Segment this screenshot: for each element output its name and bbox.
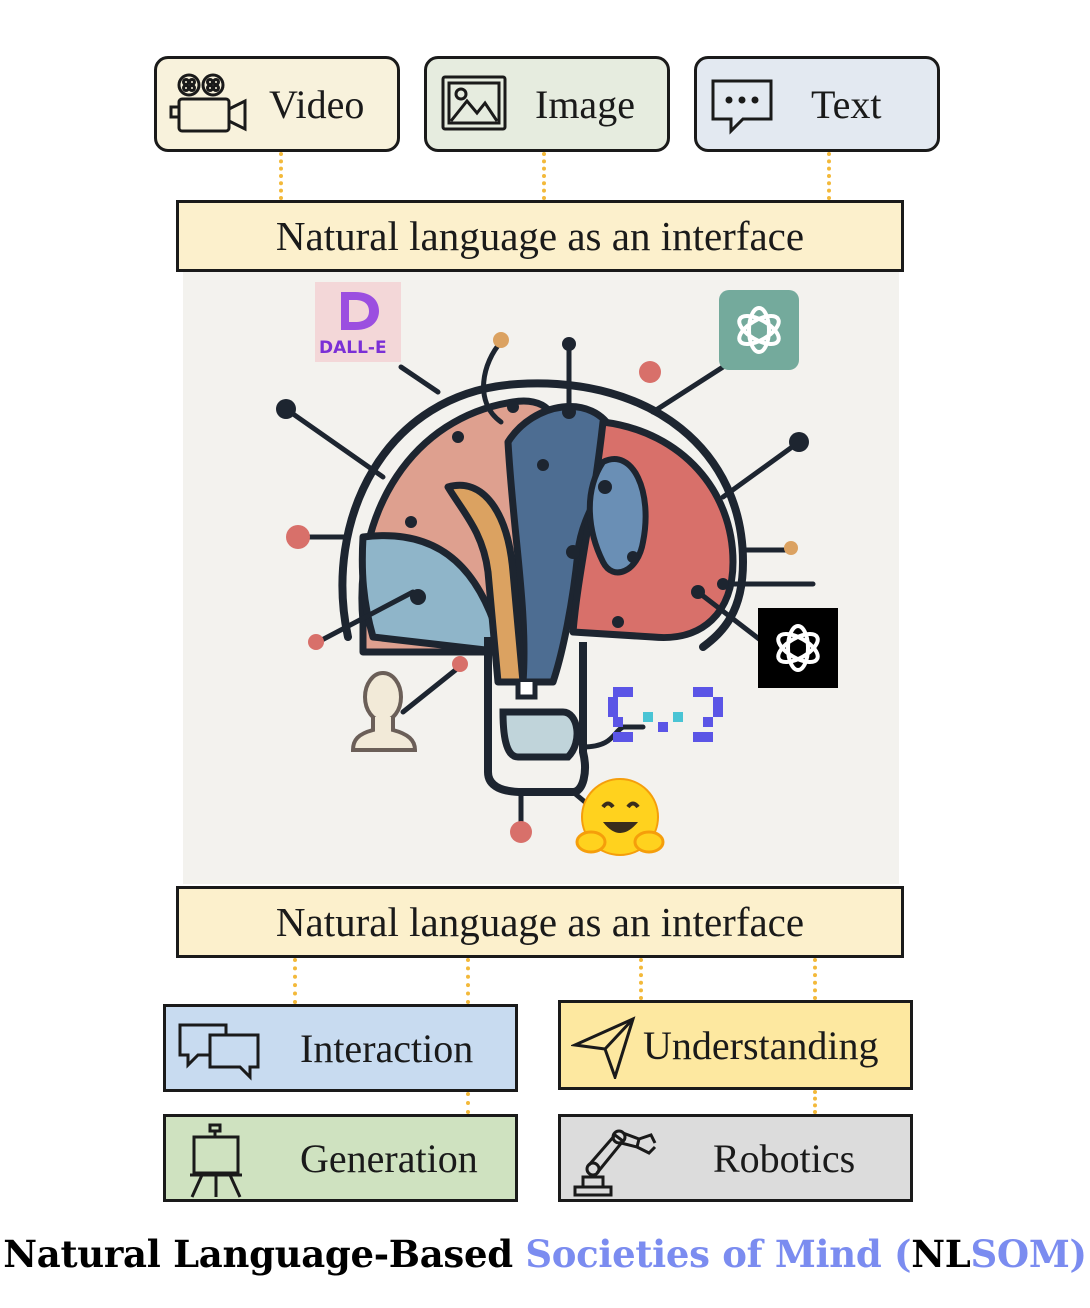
interface-bar-bottom: Natural language as an interface bbox=[176, 886, 904, 958]
connector-image bbox=[542, 152, 546, 200]
figure-caption: Natural Language-Based Societies of Mind… bbox=[0, 1232, 1090, 1276]
video-camera-icon bbox=[169, 73, 247, 133]
bust-icon bbox=[350, 671, 418, 752]
image-icon bbox=[441, 75, 507, 131]
brain-illustration: DALL-E bbox=[183, 272, 899, 884]
connector-robotics bbox=[813, 1090, 817, 1114]
interface-bar-top: Natural language as an interface bbox=[176, 200, 904, 272]
capability-interaction-label: Interaction bbox=[300, 1025, 474, 1071]
connector-understanding-1 bbox=[639, 958, 643, 1000]
modality-text-label: Text bbox=[811, 81, 882, 127]
easel-icon bbox=[190, 1123, 242, 1198]
capability-interaction-box: Interaction bbox=[163, 1004, 518, 1092]
modality-video-box: Video bbox=[154, 56, 400, 152]
interface-bar-top-label: Natural language as an interface bbox=[275, 213, 805, 259]
chat-bubble-icon bbox=[711, 79, 773, 135]
connector-interaction-2 bbox=[466, 958, 470, 1004]
robot-arm-icon bbox=[573, 1129, 657, 1197]
openai-logo-green-icon bbox=[719, 290, 799, 370]
dalle-logo-icon bbox=[315, 282, 401, 362]
modality-image-label: Image bbox=[535, 81, 635, 127]
dalle-logo-text: DALL-E bbox=[319, 338, 387, 358]
caption-part-societies-of-mind: Societies of Mind ( bbox=[525, 1232, 912, 1276]
connector-video bbox=[279, 152, 283, 200]
modality-video-label: Video bbox=[269, 81, 365, 127]
pixel-brackets-logo-icon bbox=[608, 687, 723, 742]
capability-generation-box: Generation bbox=[163, 1114, 518, 1202]
interface-bar-bottom-label: Natural language as an interface bbox=[275, 899, 805, 945]
capability-robotics-label: Robotics bbox=[713, 1135, 856, 1181]
connector-generation bbox=[466, 1092, 470, 1114]
modality-image-box: Image bbox=[424, 56, 670, 152]
capability-generation-label: Generation bbox=[300, 1135, 478, 1181]
connector-interaction-1 bbox=[293, 958, 297, 1004]
capability-robotics-box: Robotics bbox=[558, 1114, 913, 1202]
caption-part-natural-language-based: Natural Language-Based bbox=[3, 1232, 526, 1276]
brain-graphic bbox=[276, 282, 838, 856]
connector-text bbox=[827, 152, 831, 200]
caption-part-nl: NL bbox=[911, 1232, 971, 1276]
capability-understanding-label: Understanding bbox=[643, 1022, 879, 1068]
capability-understanding-box: Understanding bbox=[558, 1000, 913, 1090]
chat-bubbles-icon bbox=[178, 1023, 260, 1081]
hugging-face-emoji-icon bbox=[575, 778, 665, 856]
modality-text-box: Text bbox=[694, 56, 940, 152]
openai-logo-black-icon bbox=[758, 608, 838, 688]
connector-understanding-2 bbox=[813, 958, 817, 1000]
caption-part-som: SOM) bbox=[970, 1232, 1087, 1276]
paper-plane-icon bbox=[571, 1016, 636, 1079]
